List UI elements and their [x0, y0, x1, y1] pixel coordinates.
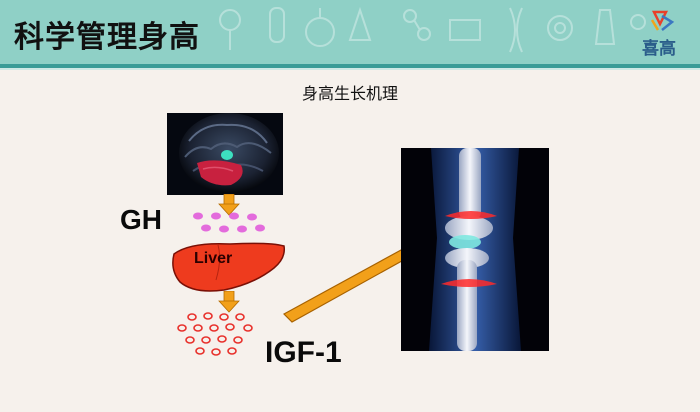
igf-molecules — [177, 312, 253, 356]
brain-scan-image — [167, 113, 283, 195]
header-stripe — [0, 64, 700, 68]
igf-label: IGF-1 — [265, 336, 342, 369]
logo-text: 喜高 — [642, 39, 676, 59]
header-bar: 科学管理身高 喜高 — [0, 0, 700, 64]
slide-subtitle: 身高生长机理 — [301, 84, 398, 103]
liver-label: Liver — [194, 250, 233, 267]
brain-illustration — [179, 113, 279, 193]
science-pattern-decoration — [219, 6, 646, 53]
knee-joint-image — [401, 148, 549, 351]
down-arrow-icon — [218, 194, 240, 216]
gh-molecules — [193, 212, 265, 233]
page-title: 科学管理身高 — [14, 20, 200, 55]
header-stripe-light — [0, 68, 700, 70]
liver-shape — [172, 242, 286, 292]
down-arrow-icon — [218, 291, 240, 313]
knee-illustration — [429, 148, 521, 351]
logo-mark-icon — [650, 10, 675, 31]
brand-logo: 喜高 — [632, 8, 686, 60]
gh-label: GH — [120, 204, 162, 235]
